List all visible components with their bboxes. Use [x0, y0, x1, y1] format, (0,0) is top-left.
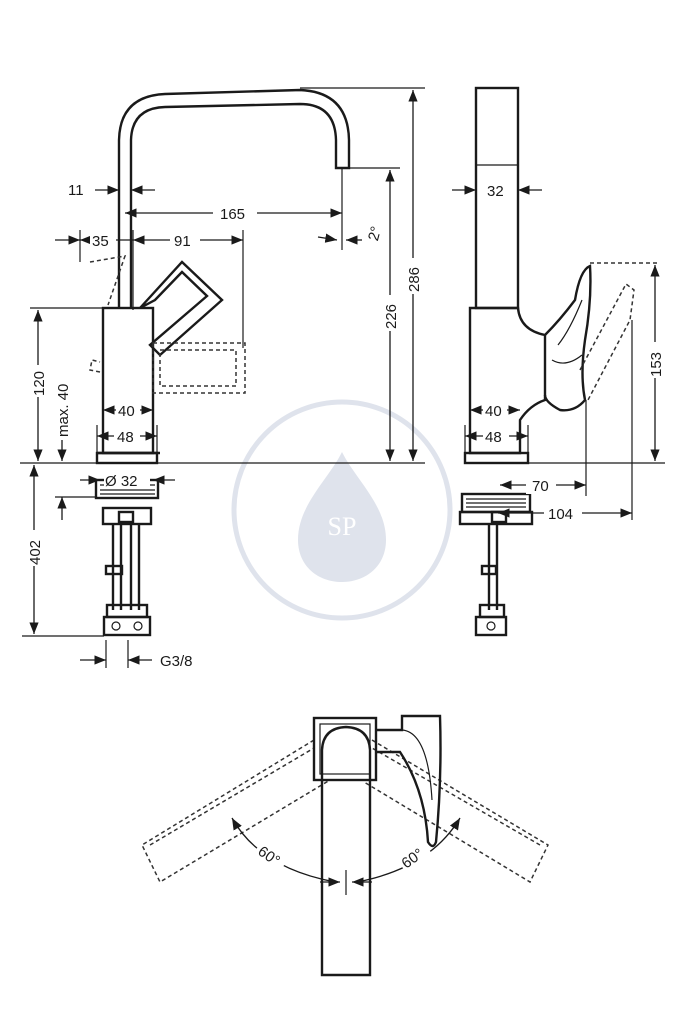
- dim-35: 35: [92, 233, 109, 250]
- dim-104: 104: [548, 506, 573, 523]
- dim-40-front: 40: [118, 403, 135, 420]
- dim-91: 91: [174, 233, 191, 250]
- dim-11: 11: [68, 182, 84, 199]
- dim-32-side: 32: [487, 183, 504, 200]
- watermark: SP: [231, 399, 453, 621]
- front-dimensions: 11 165 35 91 2° 226 286 120: [20, 87, 425, 670]
- top-view: [141, 714, 549, 977]
- side-dimensions: 32 153 40 48 70 104: [452, 183, 665, 523]
- dim-165: 165: [220, 206, 245, 223]
- dim-70: 70: [532, 478, 549, 495]
- side-view: [458, 86, 660, 637]
- dim-286: 286: [406, 267, 423, 292]
- dim-g38: G3/8: [160, 653, 193, 670]
- dim-2deg: 2°: [365, 225, 385, 243]
- dim-dia32: Ø 32: [105, 473, 138, 490]
- dim-120: 120: [31, 371, 48, 396]
- dim-226: 226: [383, 304, 400, 329]
- dim-48-front: 48: [117, 429, 134, 446]
- watermark-monogram: SP: [328, 512, 357, 541]
- dim-max40: max. 40: [55, 384, 72, 437]
- dim-153: 153: [648, 352, 665, 377]
- dim-40-side: 40: [485, 403, 502, 420]
- dim-402: 402: [27, 540, 44, 565]
- dim-48-side: 48: [485, 429, 502, 446]
